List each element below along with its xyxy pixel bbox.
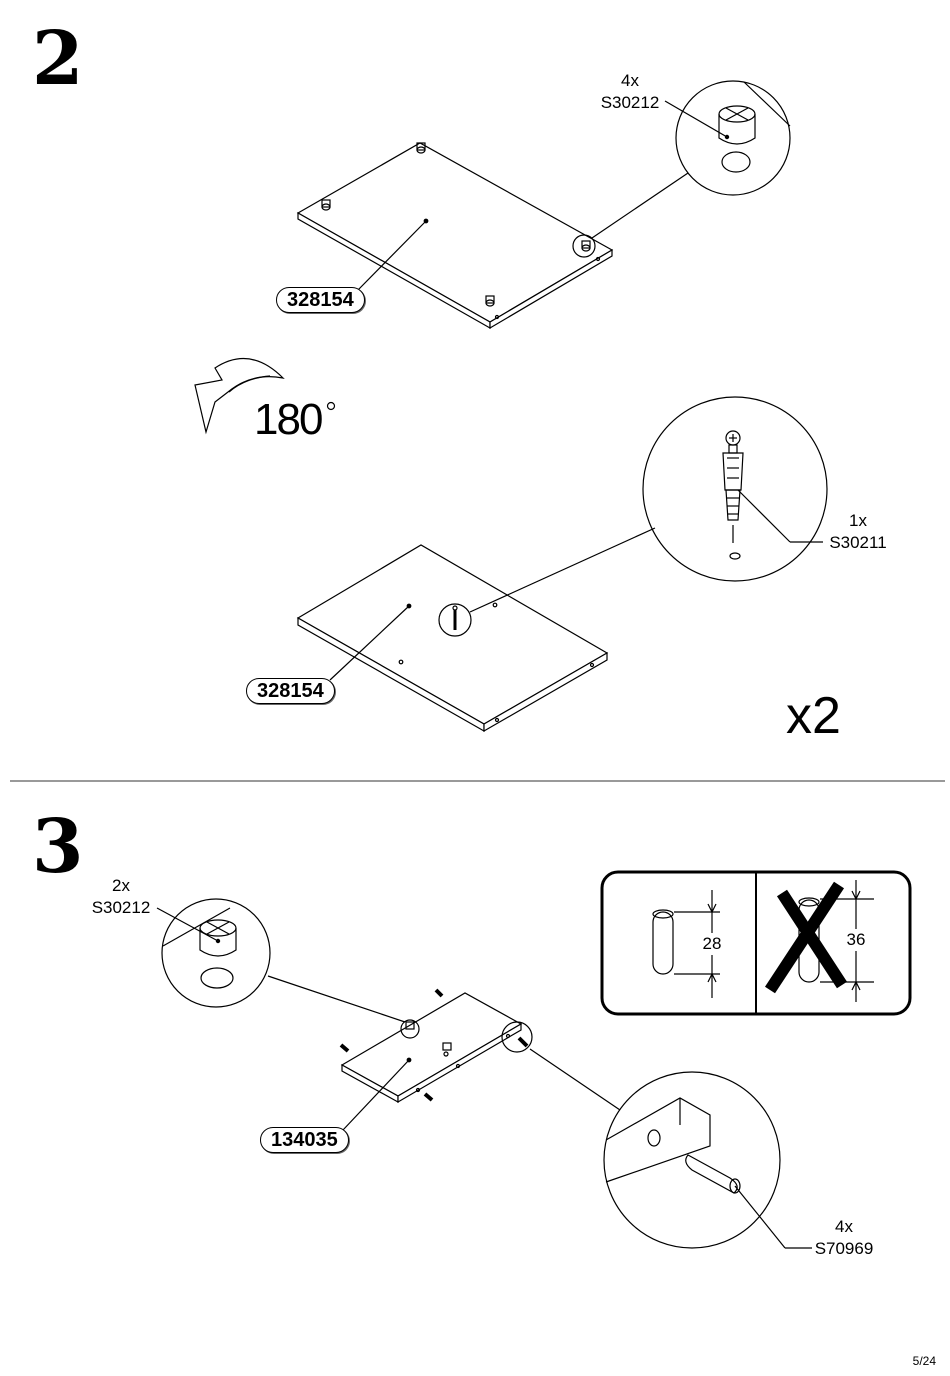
hardware-label-s70969: 4x S70969 <box>804 1216 884 1260</box>
rotate-180-arrow-icon <box>194 357 336 435</box>
hardware-label-s30211: 1x S30211 <box>818 510 898 554</box>
dowel-length-wrong: 36 <box>842 929 870 952</box>
hardware-label-s30212-top: 4x S30212 <box>590 70 670 114</box>
hardware-qty: 2x <box>112 876 130 895</box>
zoom-cam-lock-step3 <box>156 898 406 1023</box>
hardware-code: S70969 <box>814 1239 874 1259</box>
step-number-3: 3 <box>32 804 83 890</box>
panel-328154-top-drawing <box>296 142 689 330</box>
hardware-code: S30212 <box>600 93 660 113</box>
hardware-code: S30212 <box>91 898 151 918</box>
cam-lock-markers <box>321 142 591 307</box>
step-divider <box>10 780 945 782</box>
quantity-multiplier: x2 <box>786 687 841 745</box>
panel-label-328154-bottom: 328154 <box>246 678 335 704</box>
hardware-qty: 4x <box>835 1217 853 1236</box>
panel-328154-bottom-drawing <box>296 527 656 733</box>
panel-label-328154-top: 328154 <box>276 287 365 313</box>
rotation-value: 180 <box>254 395 323 444</box>
dowel-length-correct: 28 <box>698 933 726 956</box>
zoom-cam-lock-top <box>664 80 791 196</box>
step-number-2: 2 <box>32 16 83 102</box>
panel-label-134035: 134035 <box>260 1127 349 1153</box>
zoom-connector-screw <box>642 396 828 582</box>
panel-134035-drawing <box>339 988 621 1131</box>
hardware-code: S30211 <box>829 533 887 553</box>
page-number: 5/24 <box>912 1354 936 1368</box>
hardware-qty: 4x <box>621 71 639 90</box>
hardware-label-s30212-step3: 2x S30212 <box>80 875 162 919</box>
hardware-qty: 1x <box>849 511 867 530</box>
dowel-length-check-box <box>600 870 912 1016</box>
zoom-dowel <box>603 1071 812 1249</box>
rotation-degrees: 180 <box>254 395 323 444</box>
